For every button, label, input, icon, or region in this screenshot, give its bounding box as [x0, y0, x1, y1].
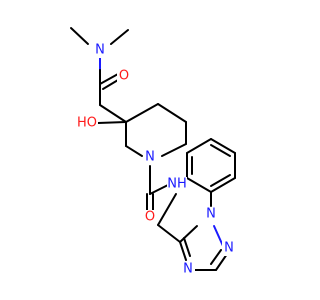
svg-text:O: O — [145, 210, 155, 225]
svg-text:N: N — [183, 262, 193, 277]
bond-oh-quat — [97, 121, 127, 124]
bond-ring-n-c2 — [125, 145, 143, 157]
bond-c5-n4 — [179, 241, 187, 261]
bond-ch2-triazole — [157, 224, 181, 243]
bond-ring-c3-c4 — [125, 103, 159, 123]
svg-text:O: O — [119, 69, 129, 84]
bond-ch2-quat — [99, 104, 127, 123]
bond-ring-c4-c5 — [157, 103, 187, 123]
bond-c3-n2 — [215, 253, 228, 271]
atom-label-amide-n-top: N — [93, 43, 107, 58]
bond-methyl2-n — [110, 29, 129, 45]
svg-text:N: N — [206, 207, 216, 222]
atom-label-triazole-n4: N — [181, 262, 195, 277]
bond-ph-6 — [210, 177, 236, 193]
bond-nh-ch2 — [157, 193, 177, 226]
atom-label-ring-n: N — [143, 150, 157, 165]
atom-label-triazole-n2: N — [222, 241, 236, 256]
bond-c3-n2-double — [210, 249, 222, 265]
svg-text:N: N — [145, 150, 155, 165]
bond-ring-c6-n — [161, 143, 187, 157]
bond-c5-n1 — [179, 225, 198, 243]
atom-label-carboxamide-o: O — [143, 210, 157, 225]
bond-ph-4-inner — [210, 144, 231, 157]
atom-label-triazole-n1: N — [204, 207, 218, 222]
bond-co-2 — [102, 79, 119, 90]
atom-label-nh: NH — [167, 177, 187, 192]
bond-n2-n1 — [213, 225, 224, 247]
bond-ph-3 — [186, 138, 212, 154]
bond-ph-6-inner — [210, 174, 231, 187]
svg-text:N: N — [224, 241, 234, 256]
bond-carboxamide-nh — [149, 183, 171, 195]
bond-co-1 — [99, 73, 119, 85]
molecule-structure: N O HO N O NH N N N — [70, 27, 236, 277]
svg-text:N: N — [95, 43, 105, 58]
bond-ph-4 — [210, 138, 236, 154]
atom-label-amide-o-top: O — [117, 69, 131, 84]
bond-ph-1 — [186, 177, 212, 193]
bond-c5-n4-double — [183, 237, 191, 257]
molecule-canvas: N O HO N O NH N N N — [70, 27, 236, 277]
bond-methyl1-n — [70, 27, 89, 45]
svg-text:HO: HO — [77, 116, 97, 131]
svg-text:NH: NH — [167, 177, 187, 192]
atom-label-hydroxyl: HO — [76, 116, 98, 131]
